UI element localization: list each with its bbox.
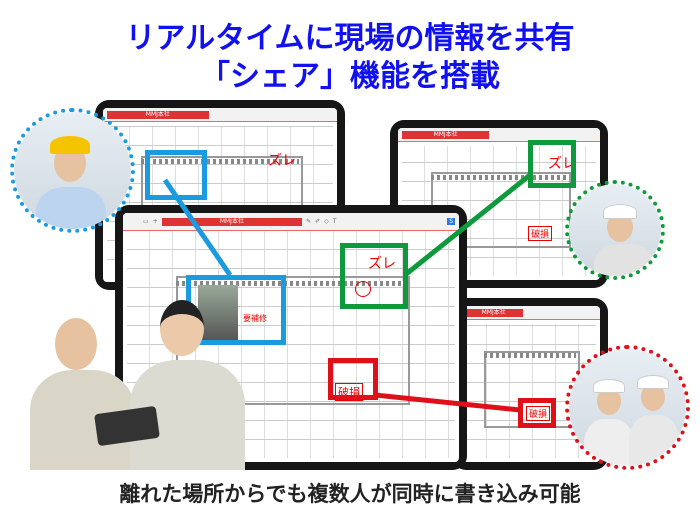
photo-worker-green bbox=[565, 180, 665, 280]
caption: 離れた場所からでも複数人が同時に書き込み可能 bbox=[119, 482, 581, 506]
photo-worker-blue bbox=[10, 108, 135, 233]
annotation-damage: 破損 bbox=[528, 226, 553, 241]
annotation-shift: ズレ bbox=[268, 153, 296, 169]
doc-title: MMJ本社 bbox=[402, 130, 490, 139]
highlight-blue-small bbox=[145, 150, 207, 200]
doc-title: MMJ本社 bbox=[107, 110, 209, 119]
site-photo bbox=[198, 285, 238, 340]
share-icon[interactable]: S bbox=[447, 218, 455, 225]
connector-red bbox=[374, 392, 521, 413]
headline-line2: 「シェア」機能を搭載 bbox=[200, 59, 500, 94]
annotation-circle bbox=[355, 281, 371, 297]
highlight-green bbox=[340, 243, 408, 309]
marker-icon[interactable]: ✐ bbox=[315, 218, 321, 225]
headline-line1: リアルタイムに現場の情報を共有 bbox=[125, 21, 575, 56]
text-icon[interactable]: T bbox=[332, 218, 337, 225]
highlight-red bbox=[328, 358, 378, 400]
plus-icon[interactable]: + bbox=[152, 218, 158, 225]
annotation-repair: 要補修 bbox=[243, 314, 267, 323]
doc-title: MMJ本社 bbox=[464, 308, 524, 317]
annotation-shift: ズレ bbox=[548, 156, 576, 172]
highlight-green-small bbox=[528, 140, 576, 188]
eraser-icon[interactable]: ◇ bbox=[324, 218, 329, 225]
folder-icon[interactable]: ▭ bbox=[143, 218, 149, 225]
pen-icon[interactable]: ✎ bbox=[306, 218, 312, 225]
doc-title: MMJ本社 bbox=[161, 217, 303, 226]
connector-green bbox=[403, 173, 532, 277]
annotation-damage: 破損 bbox=[526, 406, 551, 421]
photo-worker-red bbox=[565, 345, 690, 470]
highlight-red-small bbox=[518, 398, 556, 428]
annotation-shift: ズレ bbox=[368, 256, 396, 272]
tablet-bottom-right: MMJ本社 破損 bbox=[452, 298, 608, 470]
